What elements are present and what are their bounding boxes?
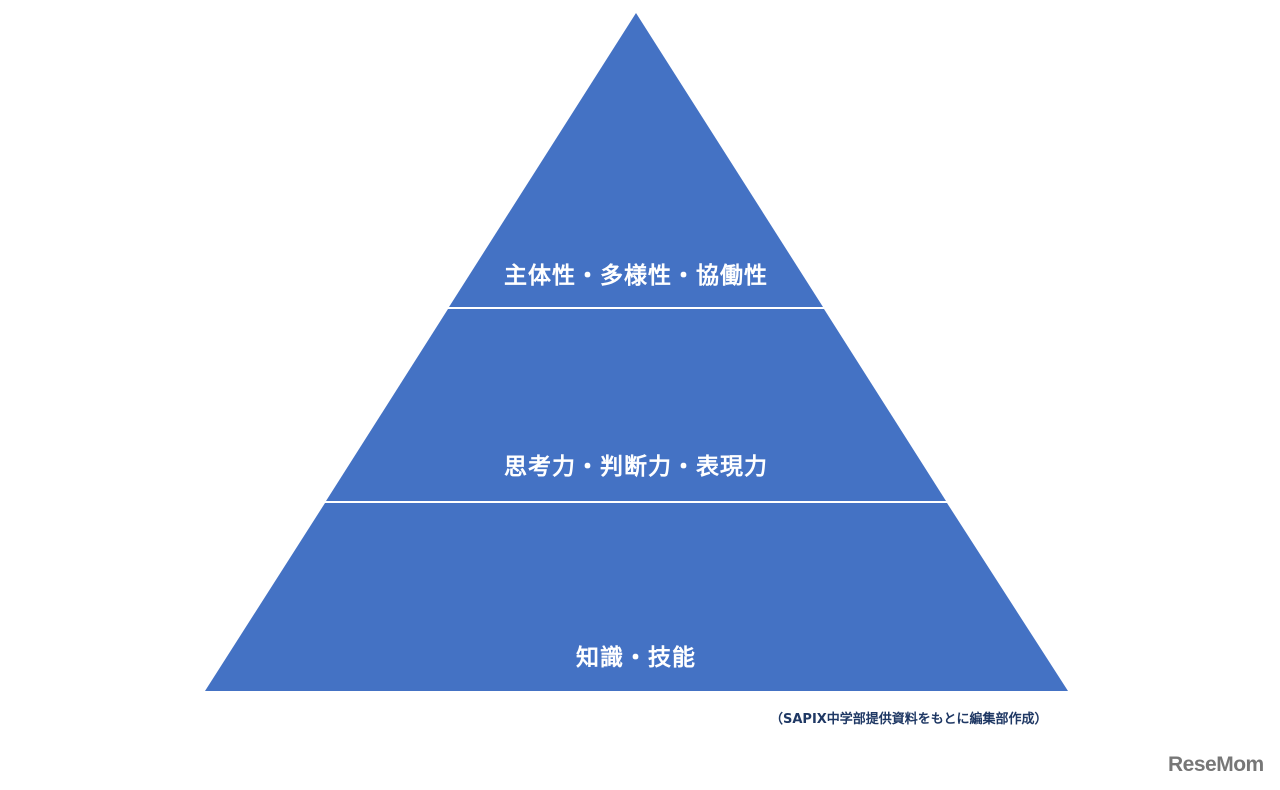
- pyramid-label-middle: 思考力・判断力・表現力: [504, 454, 768, 480]
- resemom-logo: ReseMom: [1168, 753, 1264, 776]
- pyramid-label-top: 主体性・多様性・協働性: [504, 263, 768, 289]
- pyramid-label-bottom: 知識・技能: [576, 645, 696, 671]
- pyramid-level-bottom: [205, 503, 1068, 691]
- pyramid-level-top: [449, 13, 823, 307]
- source-caption: （SAPIX中学部提供資料をもとに編集部作成）: [770, 712, 1048, 727]
- pyramid-level-middle: [326, 309, 946, 501]
